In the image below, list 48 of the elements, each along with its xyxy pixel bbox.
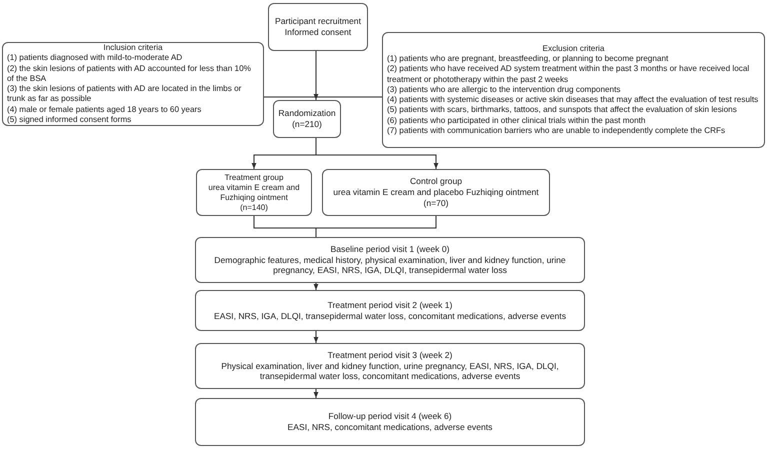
box-heading: Participant recruitment (274, 16, 362, 27)
box-text: Informed consent (284, 27, 352, 38)
visit-box (195, 398, 585, 446)
criteria-box (382, 32, 765, 148)
box-text: urea vitamin E cream and Fuzhiqing ointment (207, 182, 301, 202)
box-text: urea vitamin E cream and placebo Fuzhiqing ointment (332, 187, 540, 198)
box-text: (4) patients with systemic diseases or active skin diseases that may affect the evaluation of test results (387, 95, 760, 106)
box-text: (7) patients with communication barriers who are unable to independently complete the CRFs (387, 126, 726, 136)
connector-line (264, 96, 382, 98)
visit-box (195, 343, 585, 389)
arrow (314, 330, 318, 344)
box-text: (4) male or female patients aged 18 years to 60 years (7, 104, 202, 115)
box-text: EASI, NRS, IGA, DLQI, transepidermal water loss, concomitant medications, adverse events (212, 310, 567, 322)
arrow (314, 282, 318, 290)
box-text: (n=70) (422, 198, 450, 209)
box-text: (1) patients diagnosed with mild-to-moderate AD (7, 53, 184, 64)
process-box (273, 100, 341, 138)
box-text: (2) patients who have received AD system treatment within the past 3 months or have received local treatment or phototherapy within the past 2 weeks (387, 64, 750, 85)
visit-box (195, 237, 585, 283)
box-text: (1) patients who are pregnant, breastfeeding, or planning to become pregnant (387, 54, 670, 64)
box-heading: Randomization (278, 108, 336, 119)
arrow (314, 50, 318, 100)
box-text: (5) patients with scars, birthmarks, tattoos, and sunspots that affect the evaluation of skin lesions (387, 105, 738, 116)
arrow (314, 388, 318, 398)
box-heading: Control group (408, 176, 464, 188)
box-text: (3) patients who are allergic to the intervention drug components (387, 84, 622, 96)
group-box (322, 169, 550, 216)
box-heading: Treatment period visit 3 (week 2) (326, 350, 454, 361)
box-text: (5) signed informed consent forms (7, 114, 132, 125)
box-heading: Inclusion criteria (102, 43, 164, 54)
box-text: (3) the skin lesions of patients with AD are located in the limbs or trunk as far as possible (7, 84, 242, 104)
process-box (268, 3, 368, 51)
box-text: (n=210) (291, 119, 323, 130)
box-text: EASI, NRS, concomitant medications, adverse events (286, 422, 494, 433)
box-heading: Treatment period visit 2 (week 1) (326, 300, 454, 310)
box-heading: Treatment group (224, 172, 284, 182)
box-text: (6) patients who participated in other clinical trials within the past month (387, 116, 646, 126)
box-heading: Baseline period visit 1 (week 0) (330, 244, 450, 255)
connector-line (316, 216, 436, 238)
box-heading: Follow-up period visit 4 (week 6) (327, 411, 453, 422)
box-text: Demographic features, medical history, physical examination, liver and kidney function, urine pregnancy, EASI, NRS, IGA, DLQI, transepidermal water loss (213, 254, 567, 276)
group-box (196, 169, 312, 216)
box-heading: Exclusion criteria (542, 44, 606, 54)
box-text: (2) the skin lesions of patients with AD accounted for less than 10% of the BSA (7, 64, 252, 84)
visit-box (195, 290, 585, 331)
box-text: Physical examination, liver and kidney function, urine pregnancy, EASI, NRS, IGA, DLQI, transepidermal water loss, concomitant medications, adverse events (220, 360, 560, 382)
criteria-box (2, 42, 264, 126)
box-text: (n=140) (239, 202, 269, 212)
